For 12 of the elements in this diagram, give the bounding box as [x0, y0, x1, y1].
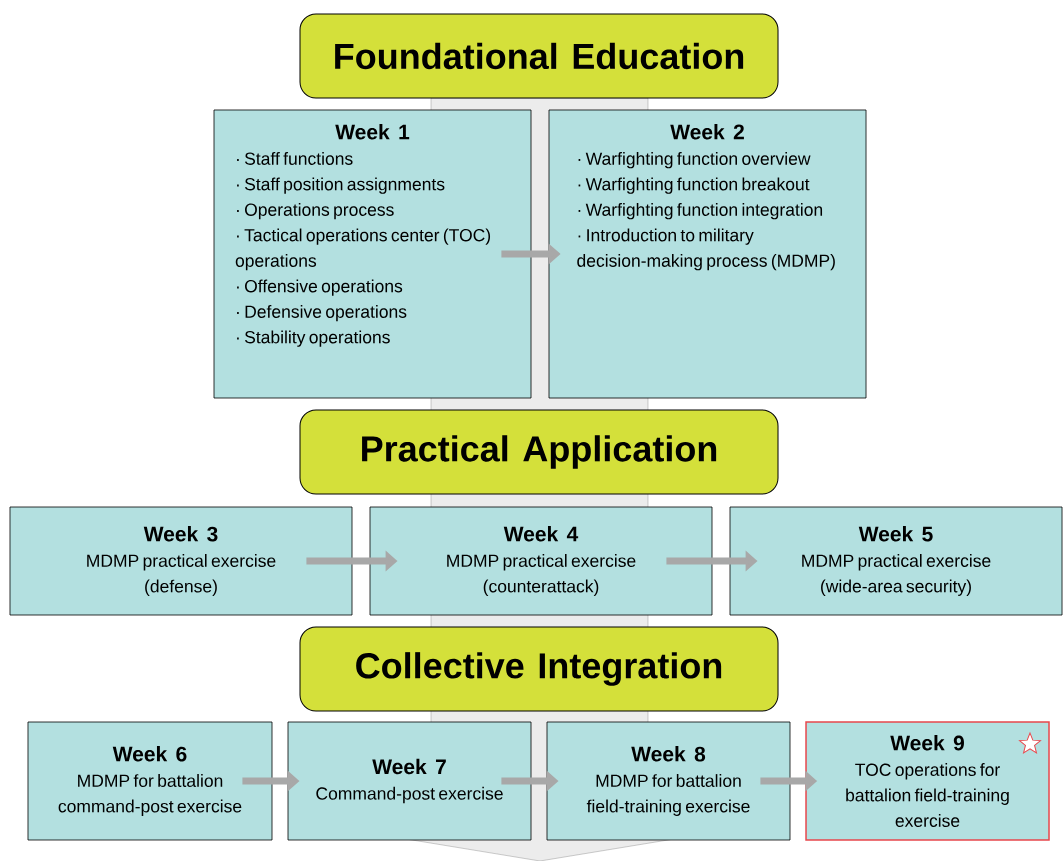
week-box: Week 4 MDMP practical exercise (counterattack) [369, 506, 713, 616]
week-box: Week 7 Command-post exercise [287, 721, 532, 841]
week-box: Week 6 MDMP for battalion command-post exercise [27, 721, 273, 841]
week-box: Week 3 MDMP practical exercise (defense) [9, 506, 353, 616]
week-box: Week 1 · Staff functions · Staff position assignments · Operations process · Tactical operations center (TOC) operations · Offensive operations · Defensive operations · Stability operations [213, 109, 532, 399]
week-box: Week 8 MDMP for battalion field-training exercise [546, 721, 791, 841]
week-box: Week 5 MDMP practical exercise (wide-area security) [729, 506, 1063, 616]
stage-banner: Collective Integration [299, 626, 779, 712]
stage-banner: Foundational Education [299, 13, 779, 99]
stage-banner: Practical Application [299, 409, 779, 495]
week-box: Week 9 TOC operations for battalion field-training exercise [805, 721, 1050, 841]
week-box: Week 2 · Warfighting function overview · Warfighting function breakout · Warfighting function integration · Introduction to military decision-making process (MDMP) [548, 109, 867, 399]
